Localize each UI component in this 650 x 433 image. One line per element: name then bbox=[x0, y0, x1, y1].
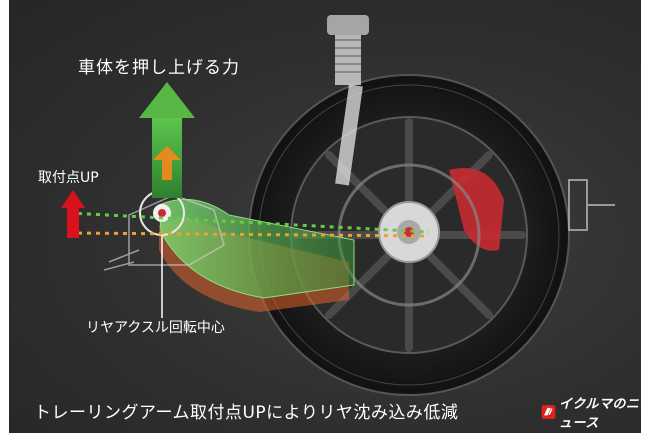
pivot-point bbox=[139, 190, 185, 236]
small-up-arrow bbox=[153, 146, 181, 180]
knuckle-bracket bbox=[568, 179, 615, 231]
diagram-canvas: 車体を押し上げる力 取付点UP リヤアクスル回転中心 トレーリングアーム取付点U… bbox=[9, 0, 641, 433]
caption: トレーリングアーム取付点UPによりリヤ沈み込み低減 bbox=[34, 403, 459, 423]
lift-force-arrow bbox=[139, 82, 195, 198]
dotted-line-original bbox=[68, 231, 430, 238]
trailing-arm-raised bbox=[158, 198, 355, 299]
mount-up-arrow bbox=[61, 190, 85, 238]
logo-mark-icon bbox=[541, 405, 556, 419]
lift-force-label: 車体を押し上げる力 bbox=[78, 58, 240, 78]
logo: イクルマのニュース bbox=[541, 397, 641, 431]
suspension-illustration bbox=[61, 15, 615, 396]
wheel-hub bbox=[378, 201, 440, 263]
mount-up-label: 取付点UP bbox=[38, 170, 99, 186]
rotation-center-label: リヤアクスル回転中心 bbox=[86, 320, 225, 336]
logo-text: イクルマのニュース bbox=[559, 397, 640, 431]
dotted-line-raised bbox=[68, 211, 430, 234]
shock-absorber bbox=[327, 15, 369, 186]
